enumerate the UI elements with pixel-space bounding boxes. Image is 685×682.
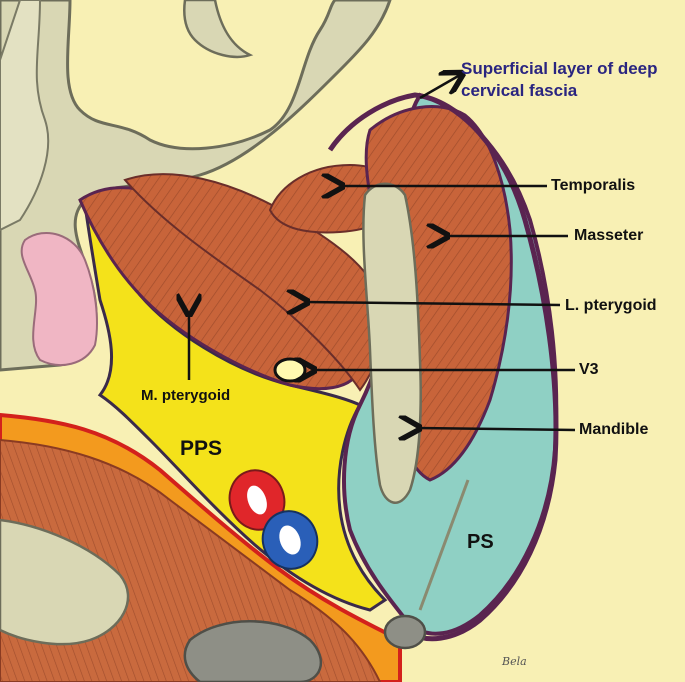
styloid-process (383, 614, 427, 650)
ps-label: PS (467, 531, 494, 553)
carotid-artery (228, 469, 286, 531)
skull-base-inner (0, 0, 50, 232)
bone-process (183, 0, 254, 59)
artist-signature: Bela (502, 655, 527, 668)
v3-nerve (273, 357, 307, 383)
mandible-arrow (417, 428, 576, 430)
styloid-line (418, 479, 470, 611)
lptery-arrow (305, 302, 561, 305)
fascia-arrow (419, 75, 460, 100)
lower-bone (0, 518, 130, 646)
lower-bone-2 (183, 620, 322, 682)
jugular-vein (261, 510, 319, 570)
masseter-label: Masseter (574, 227, 644, 244)
temporalis-label: Temporalis (551, 177, 636, 194)
mandible-label: Mandible (579, 421, 649, 438)
superficial-fascia-outline (327, 92, 559, 642)
lateral-pterygoid-label: L. pterygoid (565, 297, 657, 314)
parapharyngeal-space (83, 204, 388, 612)
pharyngeal-mucosa (20, 231, 98, 366)
medial-pterygoid-label: M. pterygoid (141, 387, 231, 404)
pps-label: PPS (180, 437, 223, 460)
fascia-label: Superficial layer of deep cervical fasci… (461, 59, 658, 100)
v3-label: V3 (579, 361, 599, 378)
